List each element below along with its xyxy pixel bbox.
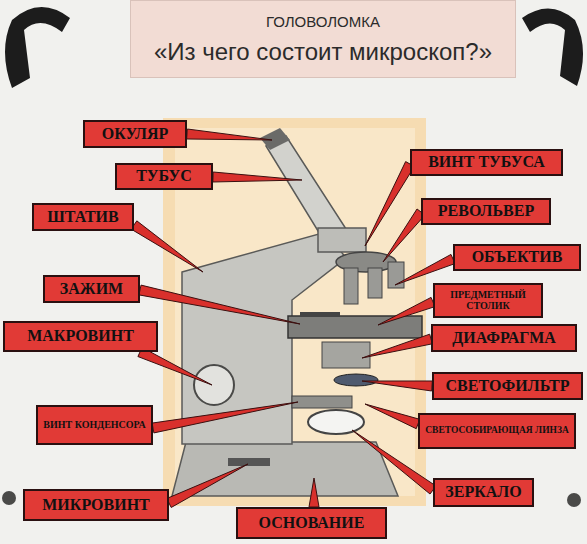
pointer-arrow	[167, 464, 248, 507]
part-label: ПРЕДМЕТНЫЙ СТОЛИК	[433, 283, 543, 318]
part-label: МИКРОВИНТ	[23, 489, 169, 521]
pointer-arrow	[309, 478, 319, 507]
part-label: ЗАЖИМ	[43, 275, 140, 303]
part-name: ЗЕРКАЛО	[445, 484, 521, 501]
pointer-arrow	[139, 285, 300, 324]
part-name: ОБЪЕКТИВ	[472, 249, 563, 266]
pin	[567, 493, 581, 507]
condenser-screw	[292, 396, 352, 408]
part-name: ПРЕДМЕТНЫЙ СТОЛИК	[439, 290, 537, 311]
part-label: ОКУЛЯР	[83, 120, 187, 148]
pointer-arrow	[362, 334, 432, 358]
pointer-arrow	[383, 209, 425, 262]
pointer-arrow	[152, 402, 298, 433]
part-name: СВЕТОФИЛЬТР	[446, 378, 570, 395]
part-label: МАКРОВИНТ	[3, 321, 158, 352]
part-name: ШТАТИВ	[47, 209, 118, 226]
stage	[288, 316, 422, 338]
micro-knob	[228, 458, 270, 466]
pointer-arrow	[187, 129, 272, 140]
part-label: ЗЕРКАЛО	[433, 478, 534, 507]
part-label: ВИНТ КОНДЕНСОРА	[36, 405, 153, 445]
part-label: ШТАТИВ	[32, 203, 134, 231]
pointer-arrow	[395, 254, 455, 285]
corner-bracket	[522, 8, 583, 86]
title-kicker: ГОЛОВОЛОМКА	[266, 13, 380, 30]
pointer-arrow	[378, 297, 435, 325]
part-label: СВЕТОФИЛЬТР	[432, 372, 583, 400]
part-name: ЗАЖИМ	[60, 281, 123, 298]
part-name: СВЕТОСОБИРАЮЩАЯ ЛИНЗА	[425, 426, 569, 436]
objective	[344, 268, 358, 304]
pointer-arrow	[362, 381, 432, 391]
clip	[300, 312, 340, 317]
head	[318, 228, 366, 252]
objective	[368, 268, 382, 298]
part-label: ВИНТ ТУБУСА	[410, 149, 563, 176]
part-label: ДИАФРАГМА	[431, 324, 577, 352]
part-name: РЕВОЛЬВЕР	[438, 203, 534, 220]
pointer-arrow	[213, 172, 302, 182]
condenser	[322, 342, 370, 368]
mirror	[308, 410, 364, 434]
part-name: ВИНТ ТУБУСА	[428, 154, 545, 171]
part-name: МАКРОВИНТ	[27, 328, 134, 345]
pointer-arrow	[131, 221, 203, 272]
pointer-arrow	[138, 347, 212, 385]
part-label: СВЕТОСОБИРАЮЩАЯ ЛИНЗА	[418, 413, 576, 449]
title-band: ГОЛОВОЛОМКА «Из чего состоит микроскоп?»	[130, 0, 516, 78]
part-label: ОБЪЕКТИВ	[453, 244, 581, 271]
corner-bracket	[5, 7, 70, 88]
part-name: ТУБУС	[136, 168, 192, 185]
macro-knob	[194, 365, 234, 405]
part-name: ОКУЛЯР	[102, 126, 169, 143]
part-name: ОСНОВАНИЕ	[259, 515, 365, 532]
part-label: ОСНОВАНИЕ	[236, 507, 387, 539]
filter	[334, 374, 378, 386]
title-text: «Из чего состоит микроскоп?»	[154, 38, 492, 66]
part-name: МИКРОВИНТ	[42, 497, 150, 514]
pin	[2, 491, 16, 505]
part-name: ВИНТ КОНДЕНСОРА	[43, 420, 145, 431]
pointer-arrow	[365, 404, 420, 429]
part-label: ТУБУС	[115, 163, 213, 190]
part-name: ДИАФРАГМА	[452, 330, 556, 347]
part-label: РЕВОЛЬВЕР	[421, 198, 551, 225]
